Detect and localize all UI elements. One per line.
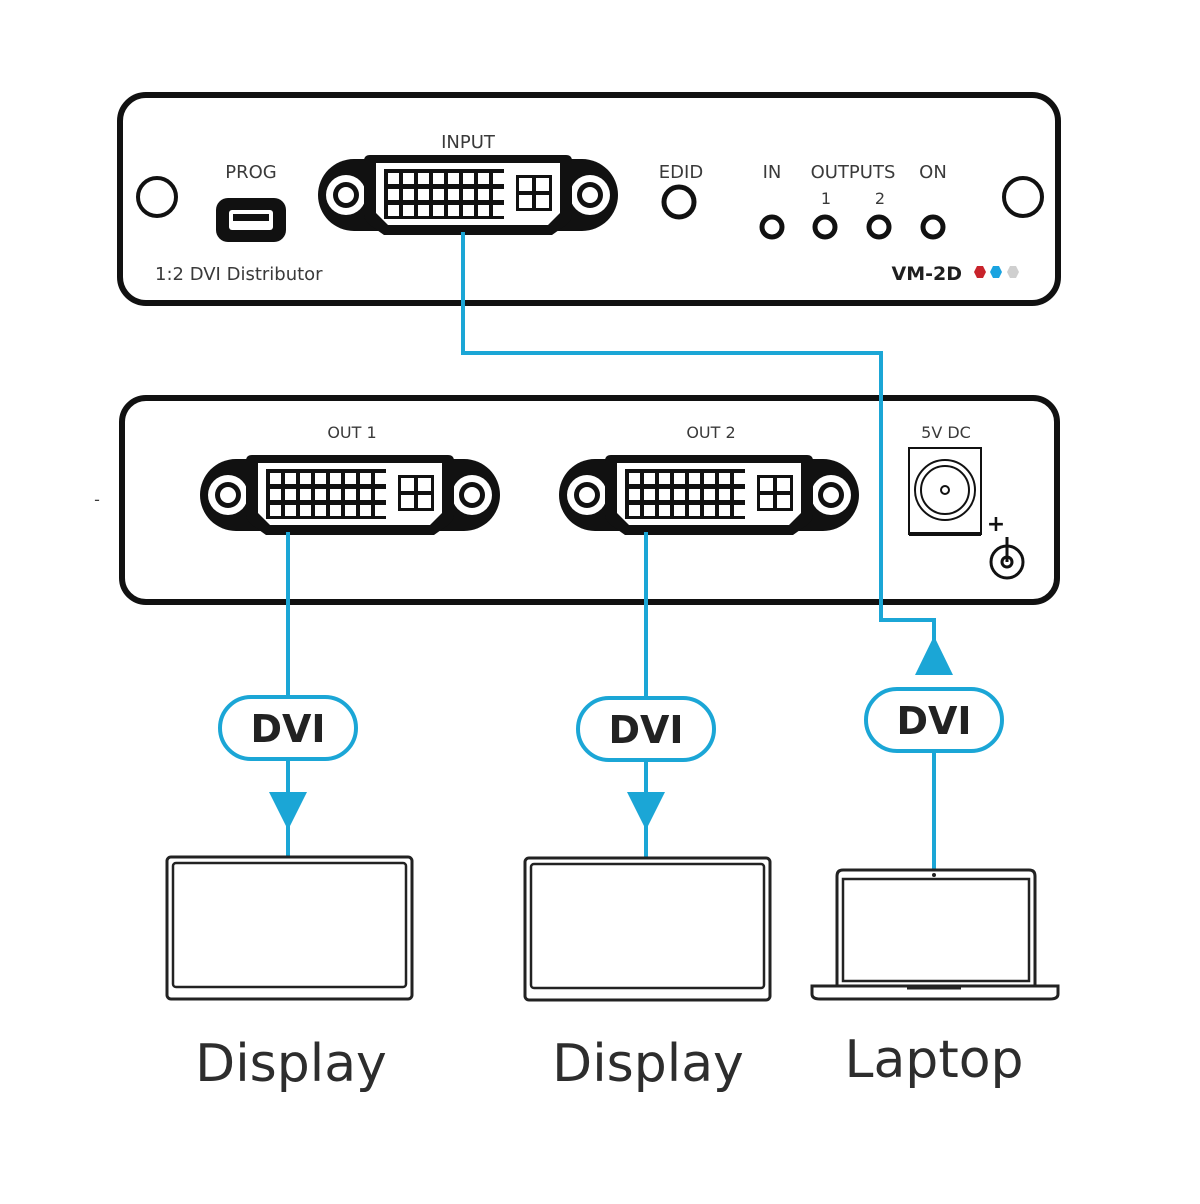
- polarity-minus-label: -: [94, 490, 100, 509]
- power-label: 5V DC: [921, 423, 971, 442]
- output-2-led: [866, 214, 892, 240]
- out2-label: OUT 2: [686, 423, 735, 442]
- product-description: 1:2 DVI Distributor: [155, 264, 323, 285]
- arrow-down-out1-icon: [269, 792, 307, 830]
- output-1-led: [812, 214, 838, 240]
- edid-label: EDID: [659, 162, 703, 183]
- arrow-down-out2-icon: [627, 792, 665, 830]
- svg-text:DVI: DVI: [896, 699, 971, 743]
- rear-panel: - OUT 1 OUT 2 5V DC +: [94, 395, 1060, 605]
- dvi-cable-badge-2: DVI: [576, 696, 716, 762]
- brand-dots-icon: [974, 266, 1019, 278]
- display-1-icon: [165, 855, 414, 1001]
- display-1-label: Display: [195, 1034, 387, 1094]
- polarity-plus-label: +: [987, 512, 1005, 537]
- on-led: [920, 214, 946, 240]
- out1-dvi-port[interactable]: [200, 455, 500, 535]
- front-panel: PROG INPUT EDID IN OUTPUTS 1 2 ON 1:2 DV…: [117, 92, 1061, 306]
- input-dvi-port[interactable]: [318, 155, 618, 235]
- display-2-icon: [523, 856, 772, 1002]
- svg-text:DVI: DVI: [608, 708, 683, 752]
- out1-label: OUT 1: [327, 423, 376, 442]
- on-led-label: ON: [919, 162, 947, 183]
- dvi-cable-badge-3: DVI: [864, 687, 1004, 753]
- power-jack[interactable]: [908, 447, 982, 536]
- cable-input: [461, 232, 936, 650]
- out2-dvi-port[interactable]: [559, 455, 859, 535]
- prog-label: PROG: [225, 162, 276, 183]
- svg-text:DVI: DVI: [250, 707, 325, 751]
- in-led: [759, 214, 785, 240]
- cables: [286, 232, 936, 872]
- dvi-cable-badge-1: DVI: [218, 695, 358, 761]
- prog-usb-port[interactable]: [216, 198, 286, 242]
- mounting-hole-right: [1002, 176, 1044, 218]
- mounting-hole-left: [136, 176, 178, 218]
- input-label: INPUT: [441, 132, 496, 153]
- in-led-label: IN: [763, 162, 782, 183]
- laptop-icon: [810, 868, 1060, 1001]
- edid-button[interactable]: [661, 184, 697, 220]
- output-1-led-label: 1: [821, 189, 831, 208]
- laptop-label: Laptop: [844, 1030, 1023, 1090]
- outputs-label: OUTPUTS: [811, 162, 896, 183]
- output-2-led-label: 2: [875, 189, 885, 208]
- display-2-label: Display: [552, 1034, 744, 1094]
- arrow-up-input-icon: [915, 636, 953, 675]
- polarity-icon: [989, 537, 1025, 580]
- model-name: VM-2D: [892, 263, 963, 285]
